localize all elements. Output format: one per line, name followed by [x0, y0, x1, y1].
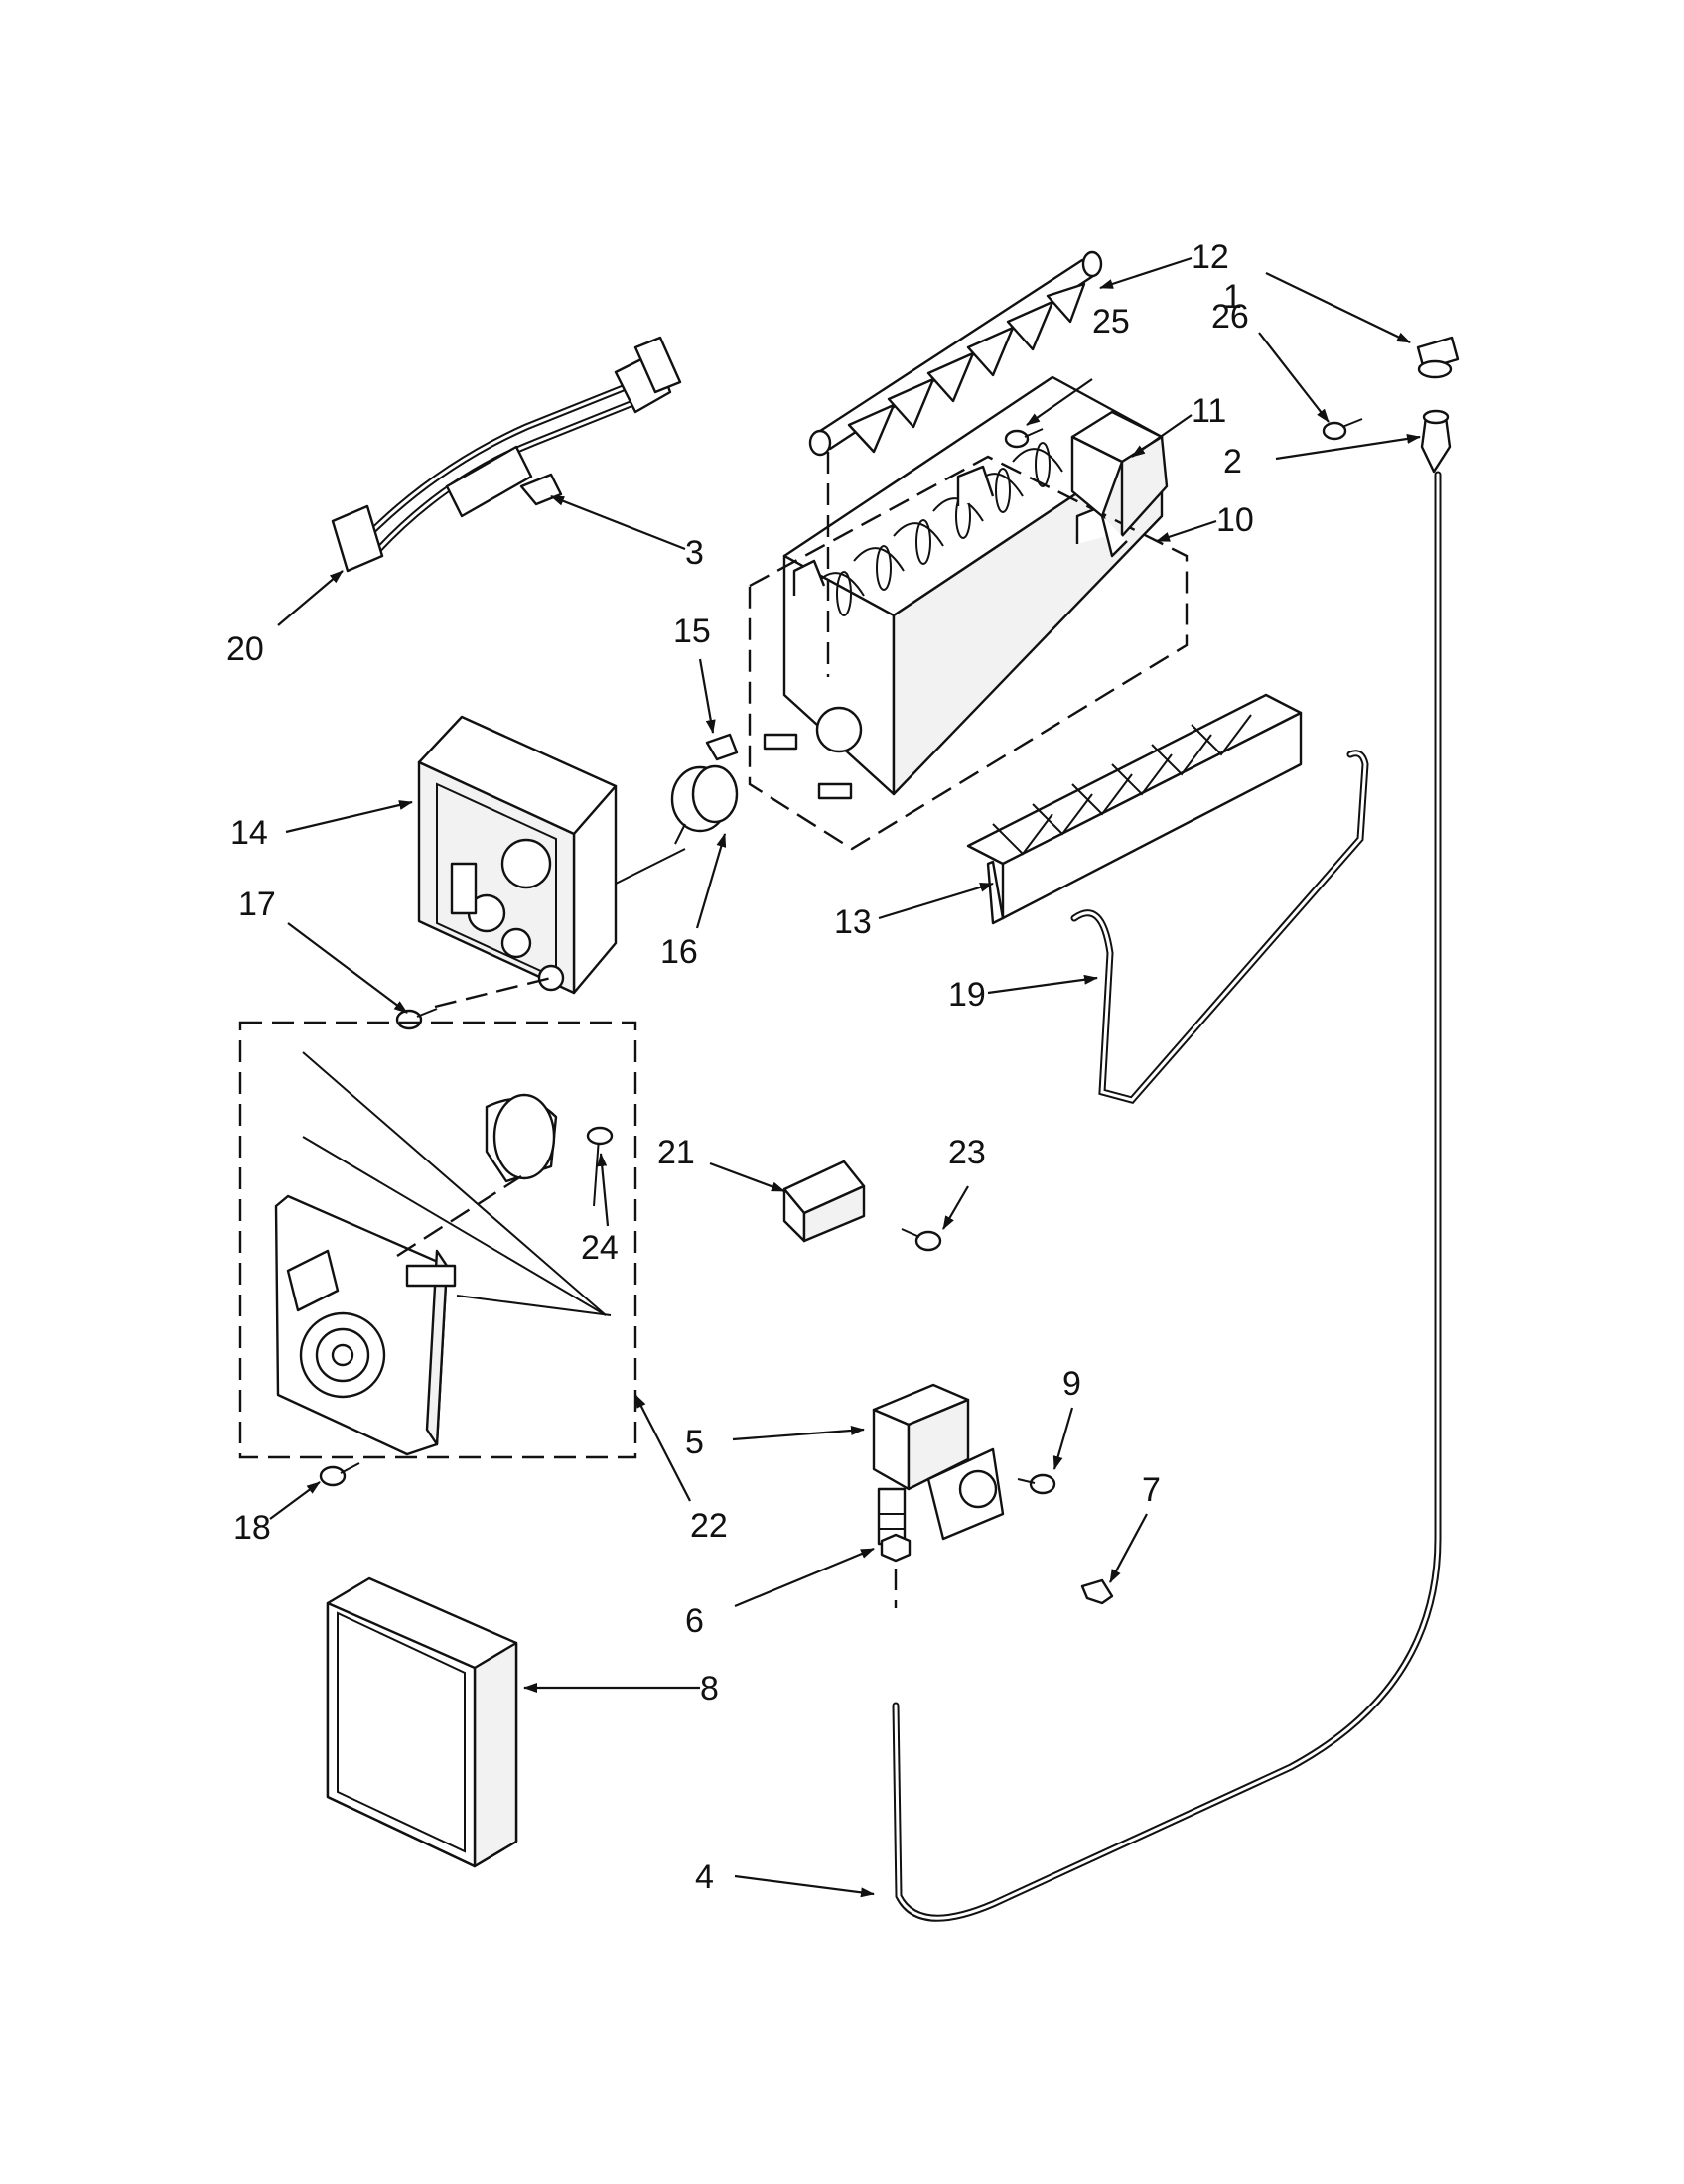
thermostat [670, 764, 739, 845]
screw-17 [395, 1008, 438, 1030]
callout-26: 26 [1211, 298, 1249, 336]
callout-10: 10 [1216, 501, 1254, 539]
callout-5: 5 [685, 1424, 704, 1461]
control-housing [417, 715, 618, 995]
callout-7: 7 [1142, 1471, 1161, 1509]
tube-connector [1420, 409, 1452, 474]
callout-20: 20 [226, 630, 264, 668]
callout-17: 17 [238, 886, 276, 923]
wire-harness [331, 336, 682, 573]
callout-2: 2 [1223, 443, 1242, 480]
callout-22: 22 [690, 1507, 728, 1545]
housing-link-line [615, 848, 686, 885]
ice-mold [763, 375, 1164, 800]
motor-link-line [396, 1174, 522, 1258]
screw-24 [586, 1126, 614, 1207]
callout-14: 14 [230, 814, 268, 852]
callout-24: 24 [581, 1229, 619, 1267]
motor-module [274, 1051, 612, 1456]
callout-1: 1 [1223, 278, 1242, 316]
callout-9: 9 [1062, 1365, 1081, 1403]
callout-18: 18 [233, 1509, 271, 1547]
callout-15: 15 [673, 613, 711, 650]
screw-26 [1322, 418, 1363, 441]
screw-18 [319, 1462, 360, 1487]
water-valve [872, 1383, 1005, 1546]
callout-23: 23 [948, 1134, 986, 1171]
screw-23 [901, 1228, 942, 1252]
callout-8: 8 [700, 1670, 719, 1707]
screw-link-line [434, 976, 552, 1009]
module-assembly-outline [238, 1021, 637, 1459]
callout-4: 4 [695, 1858, 714, 1896]
screw-9 [1017, 1473, 1056, 1495]
mold-assembly-outline [748, 455, 1189, 851]
compression-nut [880, 1533, 912, 1563]
callout-6: 6 [685, 1602, 704, 1640]
callout-13: 13 [834, 903, 872, 941]
stripper [966, 693, 1303, 925]
ejector-shaft [808, 250, 1103, 457]
tube-clamp [1080, 1578, 1114, 1605]
callout-11: 11 [1192, 392, 1226, 430]
callout-25: 25 [1092, 303, 1130, 341]
leader-arrows [269, 256, 1421, 1898]
callout-3: 3 [685, 534, 704, 572]
callout-21: 21 [657, 1134, 695, 1171]
tube-clamp-fitting [1416, 336, 1460, 379]
callout-16: 16 [660, 933, 698, 971]
callout-19: 19 [948, 976, 986, 1014]
bracket [782, 1160, 866, 1243]
module-cover [326, 1576, 518, 1868]
callout-labels: 1 2 3 4 5 6 7 8 9 10 11 12 13 14 15 16 1… [226, 238, 1254, 1896]
callout-12: 12 [1192, 238, 1229, 276]
thermostat-clip [705, 733, 739, 761]
screw-25 [1004, 428, 1044, 449]
